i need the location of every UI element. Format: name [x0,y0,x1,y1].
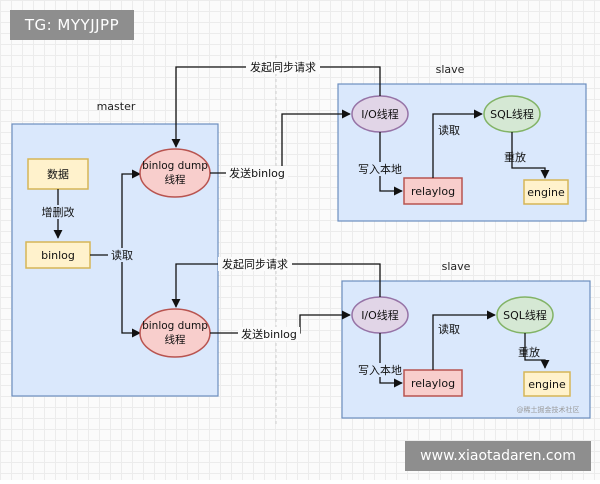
slave-top-read-arrow [432,109,483,178]
slave-bottom-engine-box [523,371,571,397]
slave-bottom-label: slave [442,260,471,273]
slave-top-label: slave [436,63,465,76]
edit-label: 增删改 [42,205,75,219]
slave-top-replay-arrow [511,132,550,179]
read-label-bg [108,248,136,262]
slave-bottom-read-label: 读取 [438,322,460,336]
slave-top-engine-box [523,179,569,205]
slave-top-write-bg [355,162,405,176]
sync-request-bottom-bg [218,257,292,271]
slave-bottom-sql-label: SQL线程 [503,308,547,322]
slave-top-write-label: 写入本地 [358,162,402,176]
send-binlog-top-arrow [210,109,351,174]
slave-top-write-arrow [379,132,403,196]
dump-bottom-line1: binlog dump [142,320,208,332]
sync-request-top-bg [246,60,320,74]
slave-bottom-read-arrow [432,310,496,370]
send-binlog-top-bg [226,166,288,180]
data-box [27,158,89,190]
slave-bottom-engine-label: engine [528,378,566,391]
sync-request-top-label: 发起同步请求 [250,60,316,74]
send-binlog-bottom-bg [238,327,300,341]
send-binlog-top-label: 发送binlog [229,166,285,180]
slave-top-relaylog-label: relaylog [411,185,455,198]
read-label: 读取 [111,248,133,262]
master-label: master [97,100,136,113]
read-arrow-top [121,169,141,255]
binlog-dump-thread-bottom [139,308,211,358]
site-watermark: www.xiaotadaren.com [405,441,591,471]
send-binlog-bottom-label: 发送binlog [241,327,297,341]
slave-bottom-write-arrow [379,333,403,388]
slave-bottom-relaylog-box [403,369,463,397]
dump-bottom-line2: 线程 [165,333,186,346]
binlog-box-label: binlog [41,249,75,262]
slave-bottom-replay-label: 重放 [518,345,540,359]
slave-top-replay-label: 重放 [504,150,526,164]
telegram-watermark: TG: MYYJJPP [10,10,134,40]
slave-top-engine-label: engine [527,186,565,199]
dump-top-line1: binlog dump [142,160,208,172]
slave-bottom-relaylog-label: relaylog [411,377,455,390]
data-box-label: 数据 [47,167,69,181]
binlog-box [25,241,91,269]
slave-top-read-label: 读取 [438,123,460,137]
binlog-dump-thread-top [139,148,211,198]
credit-watermark: @稀土掘金技术社区 [517,405,580,414]
edit-label-bg [40,205,76,219]
slave-bottom-io-label: I/O线程 [361,308,399,322]
dump-top-line2: 线程 [165,173,186,186]
slave-bottom-replay-arrow [524,333,550,369]
slave-top-io-label: I/O线程 [361,107,399,121]
slave-bottom-write-label: 写入本地 [358,363,402,377]
slave-top-sql-label: SQL线程 [490,107,534,121]
slave-bottom-write-bg [355,363,405,377]
read-arrow-bottom [121,255,141,338]
sync-request-bottom-label: 发起同步请求 [222,257,288,271]
